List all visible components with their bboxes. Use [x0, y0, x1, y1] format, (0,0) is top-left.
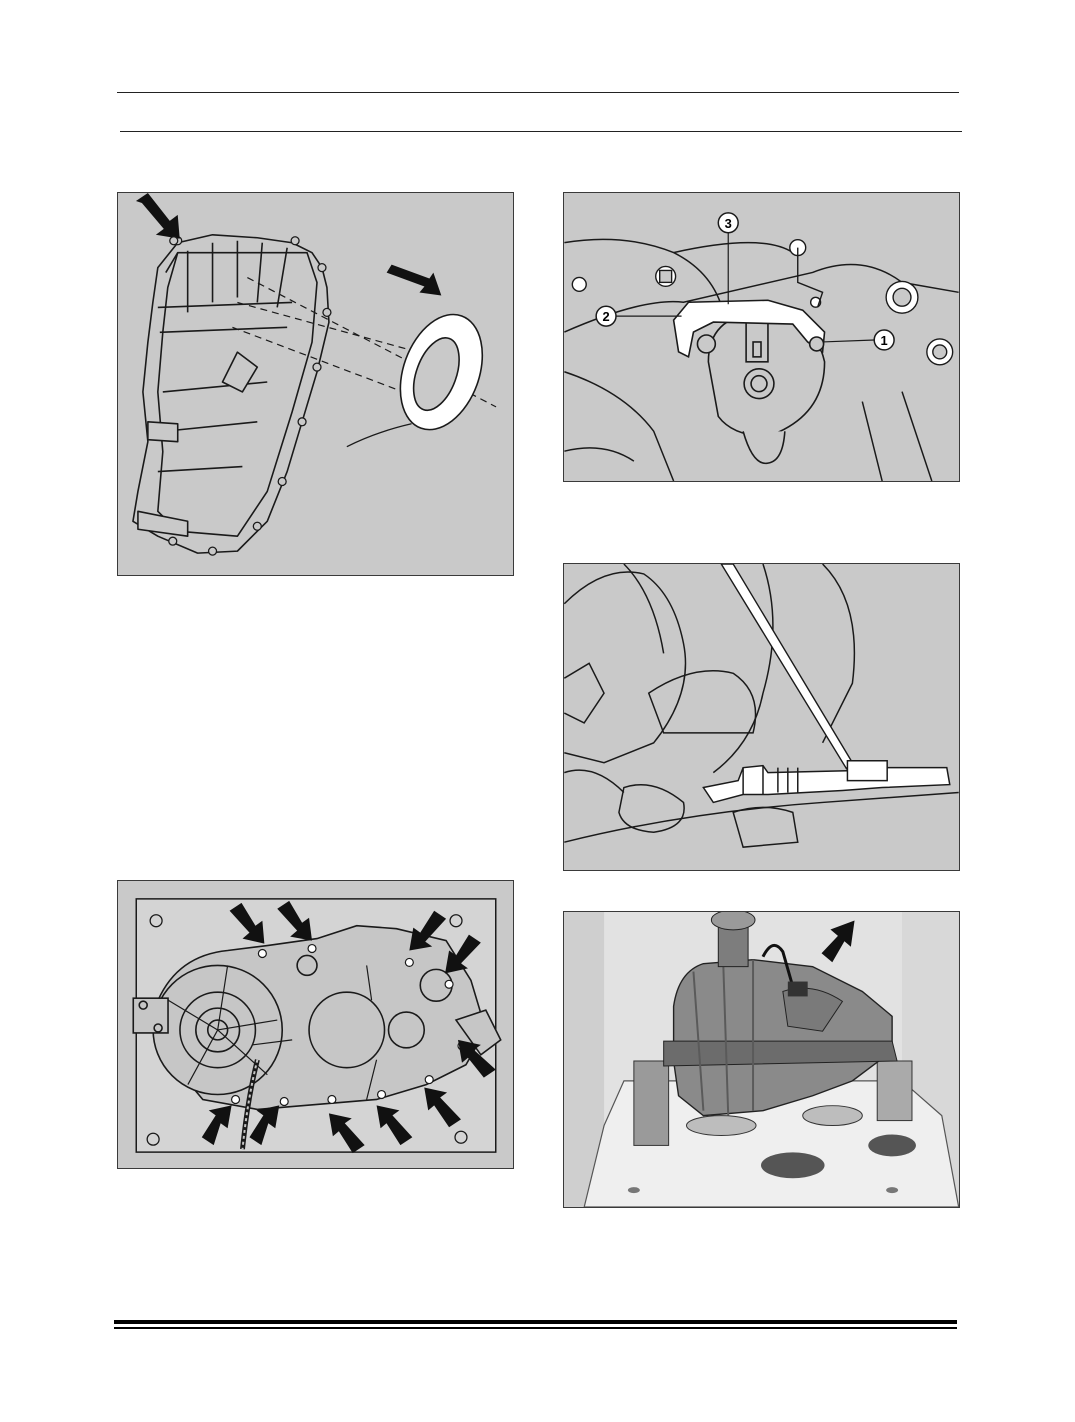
- assembly-photo-illustration: [564, 912, 959, 1207]
- sensor-tip-illustration: [564, 564, 959, 848]
- figure-assembly-photo: [563, 911, 960, 1208]
- footer-rule-thick: [114, 1320, 957, 1324]
- seal-install-illustration: [132, 193, 497, 556]
- figure-shift-mechanism: 3 2 1: [563, 192, 960, 482]
- figure-case-bolts: [117, 880, 514, 1169]
- figure-sensor-tip: [563, 563, 960, 871]
- callout-1: 1: [881, 333, 888, 348]
- figure-seal-install: [117, 192, 514, 576]
- callout-3: 3: [725, 216, 732, 231]
- shift-mechanism-illustration: 3 2 1: [564, 212, 959, 481]
- header-rule-top: [117, 92, 959, 93]
- header-rule-bottom: [120, 131, 962, 132]
- case-bolts-illustration: [132, 898, 502, 1154]
- footer-rule-thin: [114, 1327, 957, 1329]
- callout-2: 2: [602, 309, 609, 324]
